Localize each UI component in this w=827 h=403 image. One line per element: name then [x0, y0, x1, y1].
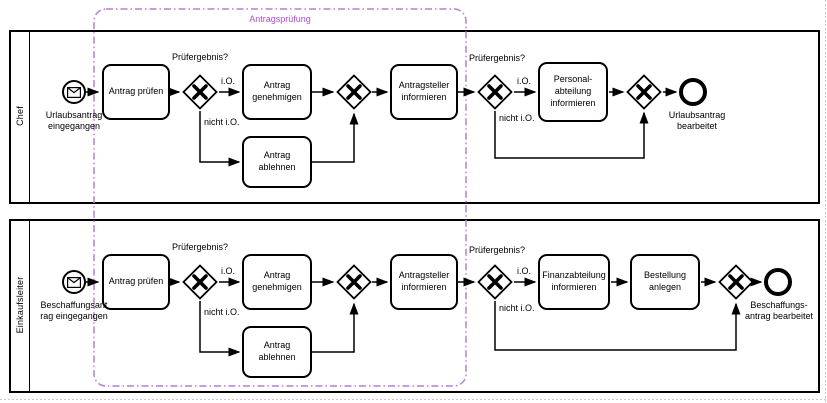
task-antrag-genehmigen-chef[interactable]: Antrag genehmigen — [242, 64, 312, 120]
gateway-merge1-einkaufsleiter[interactable] — [336, 264, 372, 300]
gateway-merge2-chef[interactable] — [626, 74, 662, 110]
task-personalabteilung-informieren-chef[interactable]: Personal- abteilung informieren — [538, 62, 608, 122]
task-antrag-ablehnen-einkaufsleiter[interactable]: Antrag ablehnen — [242, 326, 312, 378]
gateway-question-label: Prüfergebnis? — [171, 52, 229, 62]
group-antragspruefung[interactable]: Antragsprüfung — [93, 8, 467, 387]
xor-gateway-icon — [336, 264, 372, 300]
group-border — [93, 8, 467, 387]
end-event-label-einkaufsleiter: Beschaffungs- antrag bearbeitet — [744, 300, 814, 322]
xor-gateway-icon — [477, 264, 513, 300]
xor-gateway-icon — [477, 74, 513, 110]
gateway-split2-einkaufsleiter[interactable] — [477, 264, 513, 300]
gateway-split1-chef[interactable] — [182, 74, 218, 110]
lane-band-chef[interactable]: Chef — [11, 32, 30, 202]
task-bestellung-anlegen-einkaufsleiter[interactable]: Bestellung anlegen — [630, 254, 700, 310]
end-event-label-chef: Urlaubsantrag bearbeitet — [668, 110, 726, 132]
edge-label-nok: nicht i.O. — [499, 113, 535, 123]
edge-label-nok: nicht i.O. — [499, 303, 535, 313]
task-antrag-genehmigen-einkaufsleiter[interactable]: Antrag genehmigen — [242, 254, 312, 310]
task-antragsteller-informieren-einkaufsleiter[interactable]: Antragsteller informieren — [390, 254, 458, 310]
task-antrag-ablehnen-chef[interactable]: Antrag ablehnen — [242, 136, 312, 188]
message-icon — [67, 276, 81, 288]
edge-label-ok: i.O. — [221, 76, 236, 86]
flow-gw2-bypass-2[interactable] — [494, 301, 741, 351]
message-icon — [67, 86, 81, 98]
gateway-question-label: Prüfergebnis? — [468, 245, 526, 255]
flow-gw2-bypass-1[interactable] — [494, 111, 649, 159]
lane-band-einkaufsleiter[interactable]: Einkaufsleiter — [11, 221, 30, 391]
gateway-merge1-chef[interactable] — [336, 74, 372, 110]
xor-gateway-icon — [718, 264, 754, 300]
edge-label-nok: nicht i.O. — [204, 307, 240, 317]
task-finanzabteilung-informieren-einkaufsleiter[interactable]: Finanzabteilung informieren — [538, 254, 610, 310]
gateway-split2-chef[interactable] — [477, 74, 513, 110]
group-label: Antragsprüfung — [249, 14, 311, 24]
flow-ablehnen-merge1-1[interactable] — [312, 112, 359, 163]
flow-ablehnen-merge1-2[interactable] — [312, 302, 359, 353]
gateway-question-label: Prüfergebnis? — [171, 242, 229, 252]
edge-label-nok: nicht i.O. — [204, 117, 240, 127]
start-event-einkaufsleiter[interactable] — [62, 270, 86, 294]
edge-label-ok: i.O. — [221, 266, 236, 276]
start-event-label-chef: Urlaubsantrag eingegangen — [45, 110, 103, 132]
start-event-chef[interactable] — [62, 80, 86, 104]
start-event-label-einkaufsleiter: Beschaffungsant rag eingegangen — [40, 300, 108, 322]
end-event-einkaufsleiter[interactable] — [764, 268, 792, 296]
flow-gw1-ablehnen-2[interactable] — [199, 301, 241, 357]
xor-gateway-icon — [182, 74, 218, 110]
edge-label-ok: i.O. — [517, 266, 532, 276]
xor-gateway-icon — [182, 264, 218, 300]
xor-gateway-icon — [336, 74, 372, 110]
xor-gateway-icon — [626, 74, 662, 110]
flow-gw1-ablehnen-1[interactable] — [199, 111, 241, 167]
task-antrag-pruefen-chef[interactable]: Antrag prüfen — [102, 64, 170, 120]
gateway-merge2-einkaufsleiter[interactable] — [718, 264, 754, 300]
task-antragsteller-informieren-chef[interactable]: Antragsteller informieren — [390, 64, 458, 120]
edge-label-ok: i.O. — [517, 76, 532, 86]
end-event-chef[interactable] — [679, 78, 707, 106]
gateway-question-label: Prüfergebnis? — [468, 53, 526, 63]
gateway-split1-einkaufsleiter[interactable] — [182, 264, 218, 300]
